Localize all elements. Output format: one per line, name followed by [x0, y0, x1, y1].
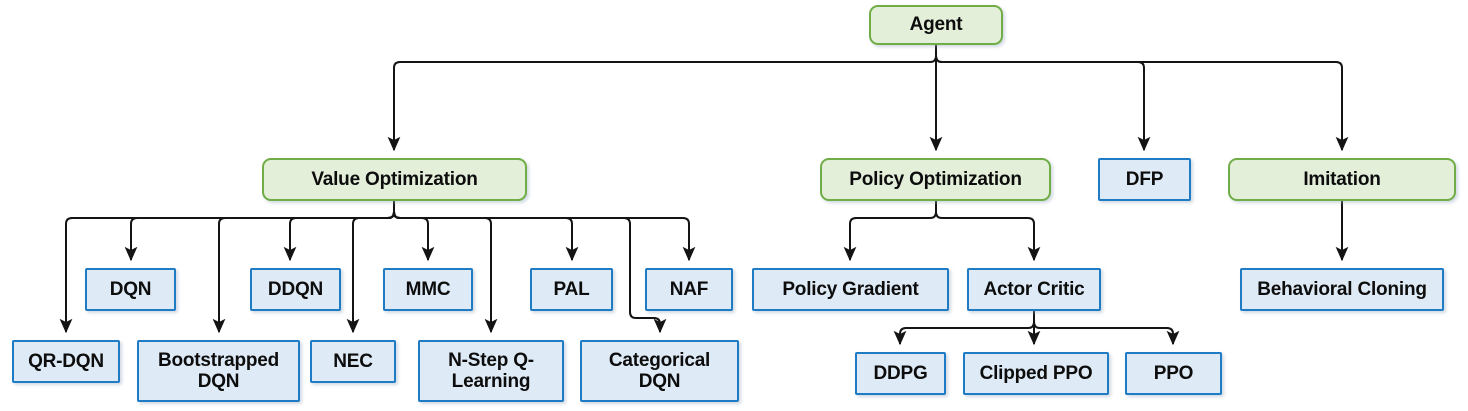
node-dfp-label: DFP — [1125, 168, 1164, 190]
node-ddqn-label: DDQN — [267, 278, 324, 300]
node-value-optimization[interactable]: Value Optimization — [262, 158, 527, 201]
node-actor-critic[interactable]: Actor Critic — [967, 268, 1101, 311]
node-categorical-dqn-label: Categorical DQN — [608, 349, 711, 392]
node-naf-label: NAF — [669, 278, 709, 300]
node-pal-label: PAL — [553, 278, 590, 300]
edge-vo-nec — [346, 201, 395, 334]
node-dqn[interactable]: DQN — [85, 268, 176, 311]
node-bootstrapped-dqn-label: Bootstrapped DQN — [157, 349, 280, 392]
node-clipped-ppo[interactable]: Clipped PPO — [963, 352, 1109, 395]
edge-vo-ddqn — [283, 201, 395, 262]
node-policy-optimization[interactable]: Policy Optimization — [820, 158, 1051, 201]
node-imitation[interactable]: Imitation — [1228, 158, 1456, 201]
node-imitation-label: Imitation — [1303, 168, 1381, 190]
node-n-step-q-learning[interactable]: N-Step Q-Learning — [418, 340, 564, 402]
node-bootstrapped-dqn[interactable]: Bootstrapped DQN — [137, 340, 300, 402]
node-n-step-q-learning-label: N-Step Q-Learning — [448, 349, 534, 392]
node-clipped-ppo-label: Clipped PPO — [979, 362, 1093, 384]
edge-vo-pal — [393, 201, 579, 262]
node-ddpg-label: DDPG — [873, 362, 928, 384]
edge-vo-bootstrapped-dqn — [212, 201, 395, 334]
edge-vo-n-step-q-learning — [393, 201, 498, 334]
node-dfp[interactable]: DFP — [1098, 158, 1191, 201]
edge-vo-qr-dqn — [59, 201, 395, 334]
edge-ac-ppo — [1033, 311, 1180, 346]
edge-po-actor-critic — [935, 201, 1041, 262]
node-pal[interactable]: PAL — [530, 268, 613, 311]
node-qr-dqn-label: QR-DQN — [28, 350, 104, 372]
node-mmc-label: MMC — [405, 278, 451, 300]
edge-vo-categorical-dqn — [393, 201, 667, 334]
node-actor-critic-label: Actor Critic — [983, 278, 1085, 300]
node-behavioral-cloning[interactable]: Behavioral Cloning — [1240, 268, 1444, 311]
edge-po-policy-gradient — [843, 201, 937, 262]
node-value-optimization-label: Value Optimization — [311, 168, 478, 190]
node-ddqn[interactable]: DDQN — [250, 268, 341, 311]
node-policy-gradient[interactable]: Policy Gradient — [752, 268, 949, 311]
node-mmc[interactable]: MMC — [383, 268, 473, 311]
node-qr-dqn[interactable]: QR-DQN — [12, 340, 120, 383]
edge-ac-ddpg — [893, 311, 1035, 346]
node-policy-gradient-label: Policy Gradient — [782, 278, 919, 300]
node-nec-label: NEC — [333, 350, 373, 372]
edge-agent-dfp — [935, 45, 1151, 152]
node-nec[interactable]: NEC — [310, 340, 396, 383]
edge-agent-value-optimization — [387, 45, 937, 152]
node-agent-label: Agent — [909, 14, 963, 36]
edge-vo-dqn — [124, 201, 395, 262]
node-dqn-label: DQN — [109, 278, 152, 300]
node-ddpg[interactable]: DDPG — [855, 352, 946, 395]
node-ppo-label: PPO — [1153, 362, 1194, 384]
node-behavioral-cloning-label: Behavioral Cloning — [1257, 278, 1427, 300]
edge-vo-naf — [393, 201, 696, 262]
node-policy-optimization-label: Policy Optimization — [849, 168, 1022, 190]
node-ppo[interactable]: PPO — [1125, 352, 1222, 395]
node-agent[interactable]: Agent — [869, 5, 1003, 45]
node-naf[interactable]: NAF — [645, 268, 733, 311]
node-categorical-dqn[interactable]: Categorical DQN — [580, 340, 739, 402]
edge-vo-mmc — [393, 201, 435, 262]
edge-agent-imitation — [935, 45, 1349, 152]
